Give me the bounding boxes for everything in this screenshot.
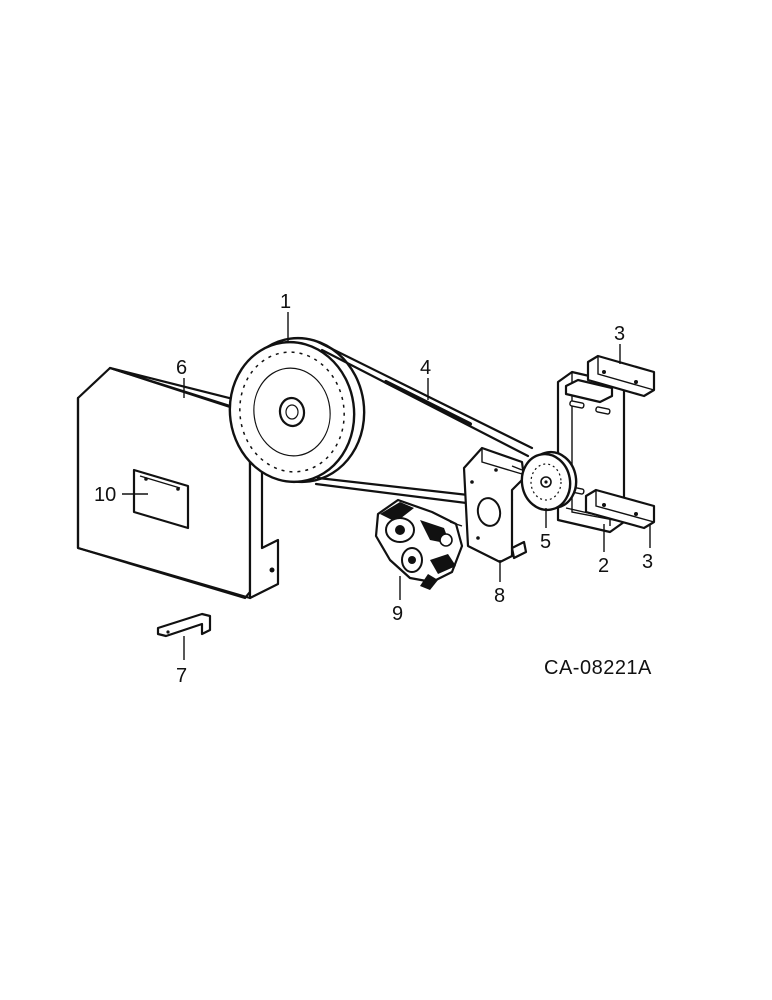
- drawing-code: CA-08221A: [544, 657, 652, 679]
- callout-7: 7: [176, 665, 187, 687]
- callout-3-upper: 3: [614, 323, 625, 345]
- callout-1: 1: [280, 291, 291, 313]
- callout-9: 9: [392, 603, 403, 625]
- strap-upper: [586, 354, 656, 398]
- callout-6: 6: [176, 357, 187, 379]
- callout-5: 5: [540, 531, 551, 553]
- large-sheave: [228, 336, 366, 484]
- pump-bracket: [462, 446, 528, 564]
- support-bracket: [156, 612, 212, 638]
- callout-3-lower: 3: [642, 551, 653, 573]
- small-sheave: [511, 450, 578, 512]
- callout-4: 4: [420, 357, 431, 379]
- callout-10: 10: [94, 484, 116, 506]
- strap-lower: [584, 488, 656, 530]
- callout-8: 8: [494, 585, 505, 607]
- callout-labels: 1 2 3 3 4 5 6 7 8 9 10: [94, 291, 653, 687]
- callout-2: 2: [598, 555, 609, 577]
- leader-lines: [122, 312, 651, 660]
- hydraulic-pump: [374, 498, 464, 590]
- decal: [132, 468, 190, 530]
